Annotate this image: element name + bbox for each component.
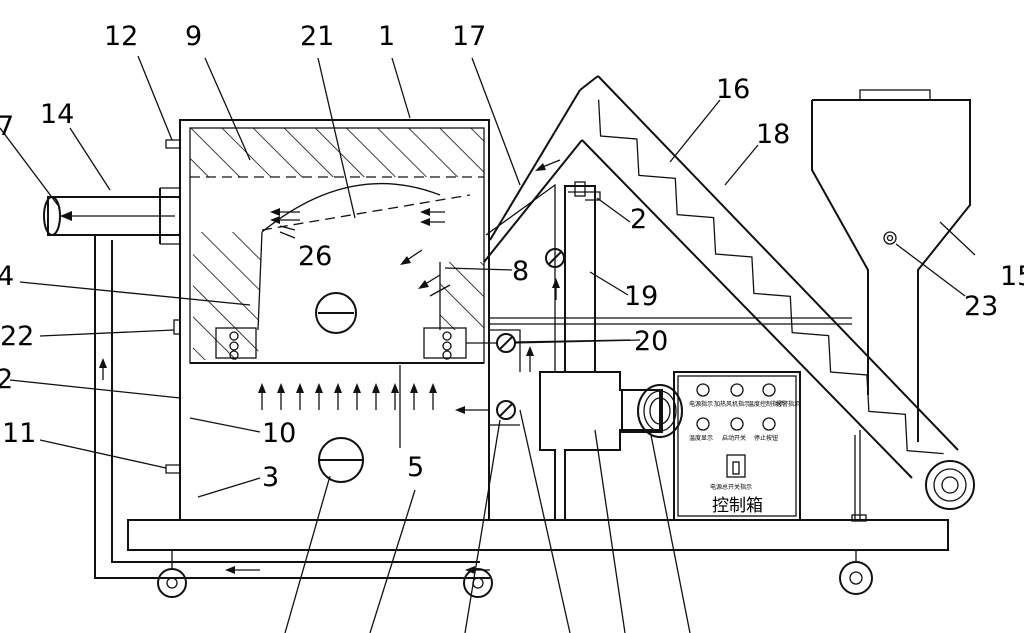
airflow-arrowhead [334, 383, 342, 393]
label-21: 21 [300, 21, 334, 52]
label-23: 23 [964, 291, 998, 322]
label-20: 20 [634, 326, 668, 357]
control-label: 加热风机指示 [714, 400, 750, 408]
label-11: 11 [2, 418, 36, 449]
control-label: 电源总开关指示 [710, 483, 752, 491]
airflow-arrowhead [277, 383, 285, 393]
label-18: 18 [756, 119, 790, 150]
airflow-arrowhead [296, 383, 304, 393]
airflow-arrowhead [258, 383, 266, 393]
label-17: 17 [452, 21, 486, 52]
base-frame [127, 519, 949, 598]
label-4: 4 [0, 261, 14, 292]
airflow-arrowhead [315, 383, 323, 393]
control-label: 报警指示 [776, 400, 800, 408]
label-3: 3 [262, 462, 279, 493]
label-8: 8 [512, 256, 529, 287]
airflow-arrows [258, 383, 437, 410]
label-15: 15 [1000, 261, 1024, 292]
label-26: 26 [298, 241, 332, 272]
control-label: 温度控制指示 [748, 400, 784, 408]
label-1: 1 [378, 21, 395, 52]
screw-conveyor [400, 75, 975, 522]
airflow-arrowhead [372, 383, 380, 393]
control-box: 电源指示 加热风机指示 温度控制指示 报警指示 温度显示 启动开关 停止按钮 电… [673, 371, 801, 521]
control-label: 电源指示 [689, 400, 713, 408]
label-5: 5 [407, 452, 424, 483]
burner-right [423, 327, 467, 360]
furnace-body [179, 119, 490, 521]
label-2-left: 2 [0, 364, 13, 395]
indicator-light [762, 383, 776, 397]
indicator-light [696, 417, 710, 431]
label-16: 16 [716, 74, 750, 105]
control-box-title: 控制箱 [712, 496, 763, 516]
viewing-port-lower [318, 437, 364, 483]
airflow-arrowhead [429, 383, 437, 393]
main-switch [726, 454, 746, 478]
part-labels: 12 9 21 1 17 16 18 15 23 2 19 20 8 7 14 … [0, 21, 1024, 493]
indicator-light [730, 383, 744, 397]
label-2-top: 2 [630, 204, 647, 235]
viewing-port-upper [315, 292, 357, 334]
label-10: 10 [262, 418, 296, 449]
label-7: 7 [0, 111, 14, 142]
label-19: 19 [624, 281, 658, 312]
airflow-arrowhead [410, 383, 418, 393]
riser-pipes [455, 181, 852, 521]
airflow-arrowhead [391, 383, 399, 393]
hopper [811, 89, 971, 442]
label-22: 22 [0, 321, 34, 352]
indicator-light [730, 417, 744, 431]
indicator-light [762, 417, 776, 431]
label-12: 12 [104, 21, 138, 52]
leader-lines [0, 55, 976, 633]
control-label: 温度显示 [689, 434, 713, 442]
label-9: 9 [185, 21, 202, 52]
exhaust-pipe [43, 187, 445, 245]
burner-left [215, 327, 257, 360]
motor [621, 384, 683, 438]
indicator-light [696, 383, 710, 397]
return-pipe [94, 139, 490, 579]
airflow-arrowhead [353, 383, 361, 393]
control-label: 停止按钮 [754, 434, 778, 442]
control-label: 启动开关 [722, 434, 746, 442]
label-14: 14 [40, 99, 74, 130]
